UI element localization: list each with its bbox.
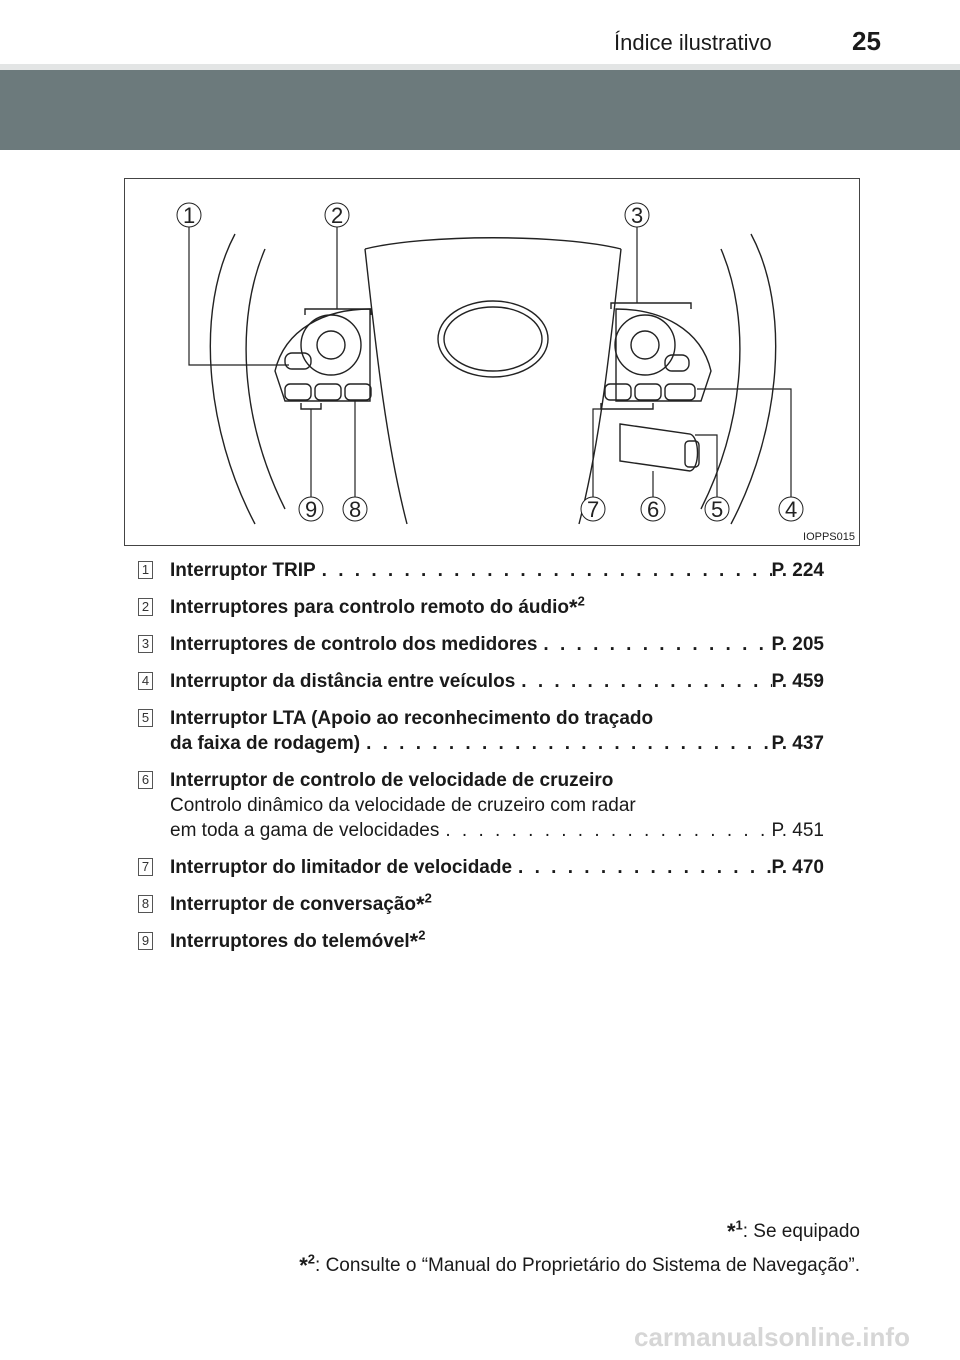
lta-icon (604, 383, 632, 401)
item-label: Interruptor da distância entre veículos (170, 671, 516, 692)
page-ref[interactable]: P. 451 (771, 820, 824, 841)
talk-icon (344, 383, 372, 401)
callout-6-label: 6 (647, 497, 659, 522)
callout-3: 3 (624, 202, 650, 228)
item-number: 2 (138, 598, 153, 616)
rim-left (209, 233, 256, 525)
item-number: 7 (138, 858, 153, 876)
page-ref[interactable]: P. 205 (771, 634, 824, 655)
left-switch-pad (274, 308, 371, 402)
watermark: carmanualsonline.info (634, 1322, 910, 1352)
emblem (437, 300, 549, 378)
item-sublabel: Controlo dinâmico da velocidade de cruze… (170, 795, 636, 816)
phone-pickup-icon (284, 383, 312, 401)
callout-5-label: 5 (711, 497, 723, 522)
callout-8: 8 (342, 496, 368, 522)
page-ref[interactable]: P. 437 (771, 733, 824, 754)
callout-5: 5 (704, 496, 730, 522)
list-item: 5 Interruptor LTA (Apoio ao reconhecimen… (134, 706, 834, 756)
item-number: 1 (138, 561, 153, 579)
footnote-star: * (416, 892, 425, 917)
callout-7: 7 (580, 496, 606, 522)
footnote-mark: 2 (418, 927, 426, 943)
footnotes: *1: Se equipado *2: Consulte o “Manual d… (299, 1215, 860, 1283)
mode-button-icon (300, 314, 362, 376)
item-number: 9 (138, 932, 153, 950)
item-number: 4 (138, 672, 153, 690)
page-ref[interactable]: P. 470 (771, 857, 824, 878)
figure-code: IOPPS015 (803, 531, 855, 543)
list-item: 4 Interruptor da distância entre veículo… (134, 669, 834, 694)
footnote-star: * (569, 595, 578, 620)
section-banner (0, 70, 960, 150)
item-number: 3 (138, 635, 153, 653)
steering-wheel-figure: 1 2 3 4 5 6 7 8 9 IOPPS015 (124, 178, 860, 546)
list-item: 2 Interruptores para controlo remoto do … (134, 595, 834, 620)
list-item: 9 Interruptores do telemóvel*2 (134, 929, 834, 954)
phone-hangup-icon (314, 383, 342, 401)
callout-2-label: 2 (331, 203, 343, 228)
item-sublabel-2: em toda a gama de velocidades (170, 820, 440, 841)
footnote-mark: 2 (577, 593, 585, 609)
item-label: Interruptores para controlo remoto do áu… (170, 597, 570, 618)
cruise-lever-icon (619, 423, 699, 472)
rim-right (730, 233, 777, 525)
trip-button-icon (284, 352, 312, 370)
footnote-star: * (409, 929, 419, 954)
item-label: Interruptores do telemóvel (170, 931, 410, 952)
item-label: Interruptor TRIP (170, 560, 316, 581)
hub-top (364, 237, 622, 250)
page-header: Índice ilustrativo 25 (0, 0, 960, 64)
callout-1-label: 1 (183, 203, 195, 228)
callout-6: 6 (640, 496, 666, 522)
callout-1: 1 (176, 202, 202, 228)
page-ref[interactable]: P. 459 (771, 671, 824, 692)
list-item: 6 Interruptor de controlo de velocidade … (134, 768, 834, 843)
item-label-line2: da faixa de rodagem) (170, 733, 361, 754)
callout-4-label: 4 (785, 497, 797, 522)
rim-left-inner (245, 248, 286, 510)
hub-right (578, 248, 622, 525)
rim-right-inner (700, 248, 741, 510)
page-number: 25 (852, 26, 881, 56)
list-item: 7 Interruptor do limitador de velocidade… (134, 855, 834, 880)
right-switch-pad (615, 308, 712, 402)
list-item: 1 Interruptor TRIP P. 224 (134, 558, 834, 583)
page-ref[interactable]: P. 224 (771, 560, 824, 581)
distance-icon (664, 383, 696, 401)
callout-9-label: 9 (305, 497, 317, 522)
item-number: 8 (138, 895, 153, 913)
callout-3-label: 3 (631, 203, 643, 228)
list-item: 3 Interruptores de controlo dos medidore… (134, 632, 834, 657)
callout-2: 2 (324, 202, 350, 228)
callout-7-label: 7 (587, 497, 599, 522)
item-label-line1: Interruptor LTA (Apoio ao reconhecimento… (170, 708, 654, 729)
callout-9: 9 (298, 496, 324, 522)
item-label: Interruptor de controlo de velocidade de… (170, 770, 614, 791)
item-label: Interruptor do limitador de velocidade (170, 857, 513, 878)
back-icon (664, 354, 690, 372)
item-number: 6 (138, 771, 153, 789)
steering-wheel-diagram: 1 2 3 4 5 6 7 8 9 (176, 202, 804, 525)
item-label: Interruptor de conversação (170, 894, 417, 915)
footnote-1: *1: Se equipado (726, 1217, 860, 1244)
header-divider (0, 64, 960, 70)
footnote-2: *2: Consulte o “Manual do Proprietário d… (299, 1251, 860, 1278)
section-title: Índice ilustrativo (614, 30, 772, 55)
callout-8-label: 8 (349, 497, 361, 522)
item-label: Interruptores de controlo dos medidores (170, 634, 538, 655)
list-item: 8 Interruptor de conversação*2 (134, 892, 834, 917)
item-number: 5 (138, 709, 153, 727)
hub-left (364, 248, 408, 525)
footnote-mark: 2 (424, 890, 432, 906)
legend-list: 1 Interruptor TRIP P. 224 2 Interruptores… (134, 558, 834, 966)
callout-4: 4 (778, 496, 804, 522)
